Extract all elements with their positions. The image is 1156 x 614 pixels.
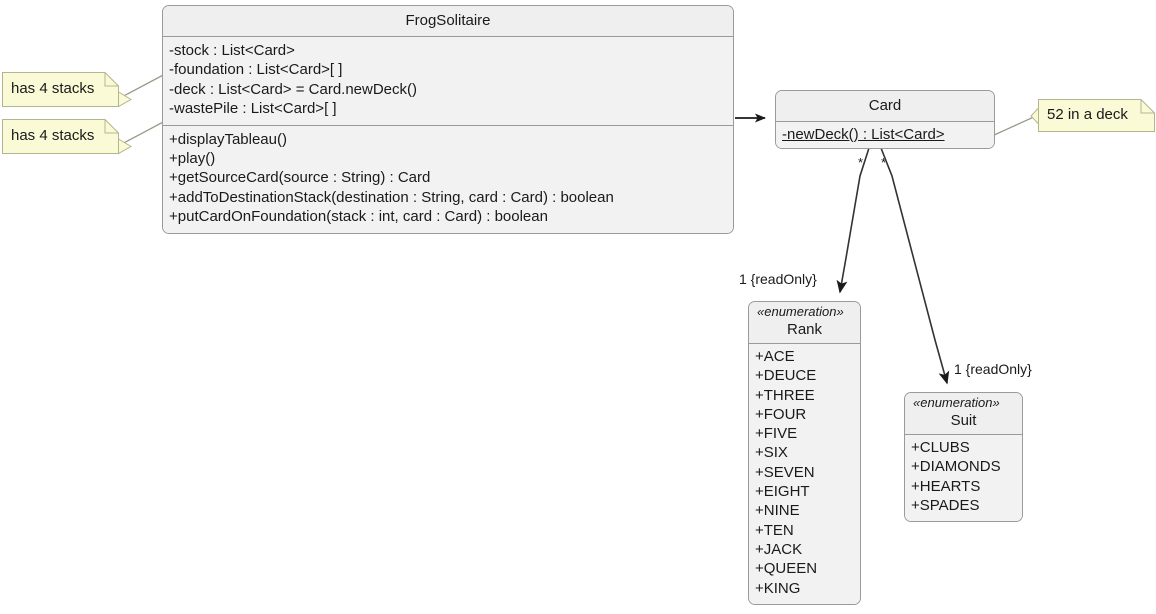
multiplicity-rank-readonly: 1 {readOnly} [739, 271, 817, 287]
enum-value-clubs: +CLUBS [911, 439, 970, 456]
note-text-wastepile: has 4 stacks [11, 127, 95, 144]
enum-header-rank: «enumeration» Rank [749, 302, 860, 344]
values-compartment-rank: +ACE +DEUCE +THREE +FOUR +FIVE +SIX +SEV… [749, 344, 860, 604]
class-name-card: Card [868, 97, 902, 114]
class-header-frogsolitaire: FrogSolitaire [163, 6, 733, 37]
method-newdeck: -newDeck() : List<Card> [782, 126, 945, 143]
enum-box-rank[interactable]: «enumeration» Rank +ACE +DEUCE +THREE +F… [748, 301, 861, 605]
class-name-frogsolitaire: FrogSolitaire [405, 12, 491, 29]
values-compartment-suit: +CLUBS +DIAMONDS +HEARTS +SPADES [905, 435, 1022, 522]
note-52-in-a-deck[interactable]: 52 in a deck [1030, 96, 1156, 132]
enum-value-king: +KING [755, 579, 801, 597]
method-displaytableau: +displayTableau() [169, 130, 287, 148]
enum-value-three: +THREE [755, 386, 815, 404]
enum-header-suit: «enumeration» Suit [905, 393, 1022, 435]
class-box-frogsolitaire[interactable]: FrogSolitaire -stock : List<Card> -found… [162, 5, 734, 234]
multiplicity-suit-readonly: 1 {readOnly} [954, 361, 1032, 377]
enum-value-ace: +ACE [755, 348, 795, 365]
note-has-4-stacks-foundation[interactable]: has 4 stacks [2, 72, 132, 108]
enum-value-deuce: +DEUCE [755, 367, 817, 385]
method-putcardonfoundation: +putCardOnFoundation(stack : int, card :… [169, 208, 548, 226]
note-text-foundation: has 4 stacks [11, 80, 95, 97]
attribute-wastepile: -wastePile : List<Card>[ ] [169, 100, 337, 118]
enum-value-six: +SIX [755, 444, 788, 462]
edge-card-suit [880, 147, 950, 385]
attribute-deck: -deck : List<Card> = Card.newDeck() [169, 80, 418, 98]
edge-card-rank [836, 147, 870, 294]
note-leader-deck [991, 115, 1037, 137]
enum-value-eight: +EIGHT [755, 483, 810, 501]
methods-compartment-frogsolitaire: +displayTableau() +play() +getSourceCard… [163, 124, 733, 233]
enum-value-nine: +NINE [755, 502, 800, 520]
enum-box-suit[interactable]: «enumeration» Suit +CLUBS +DIAMONDS +HEA… [904, 392, 1023, 523]
enum-value-five: +FIVE [755, 425, 798, 443]
note-has-4-stacks-wastepile[interactable]: has 4 stacks [2, 119, 132, 155]
enum-stereotype-suit: «enumeration» [913, 395, 1000, 410]
attributes-compartment-frogsolitaire: -stock : List<Card> -foundation : List<C… [163, 37, 733, 125]
enum-value-ten: +TEN [755, 521, 794, 539]
enum-name-suit: Suit [950, 412, 977, 429]
multiplicity-card-suit: * [881, 155, 887, 170]
method-addtodestinationstack: +addToDestinationStack(destination : Str… [169, 188, 614, 206]
method-play: +play() [169, 150, 216, 168]
class-box-card[interactable]: Card -newDeck() : List<Card> [775, 90, 995, 150]
class-header-card: Card [776, 91, 994, 122]
methods-compartment-card: -newDeck() : List<Card> [776, 122, 994, 149]
enum-value-jack: +JACK [755, 540, 803, 558]
enum-stereotype-rank: «enumeration» [757, 304, 844, 319]
attribute-stock: -stock : List<Card> [169, 42, 295, 59]
enum-value-seven: +SEVEN [755, 463, 815, 481]
enum-name-rank: Rank [786, 321, 823, 338]
enum-value-queen: +QUEEN [755, 560, 818, 578]
method-getsourcecard: +getSourceCard(source : String) : Card [169, 169, 431, 187]
attribute-foundation: -foundation : List<Card>[ ] [169, 61, 343, 79]
enum-value-hearts: +HEARTS [911, 477, 981, 495]
enum-value-spades: +SPADES [911, 496, 980, 514]
enum-value-diamonds: +DIAMONDS [911, 458, 1001, 476]
note-text-deck: 52 in a deck [1047, 106, 1128, 123]
enum-value-four: +FOUR [755, 405, 807, 423]
multiplicity-card-rank: * [858, 155, 864, 170]
